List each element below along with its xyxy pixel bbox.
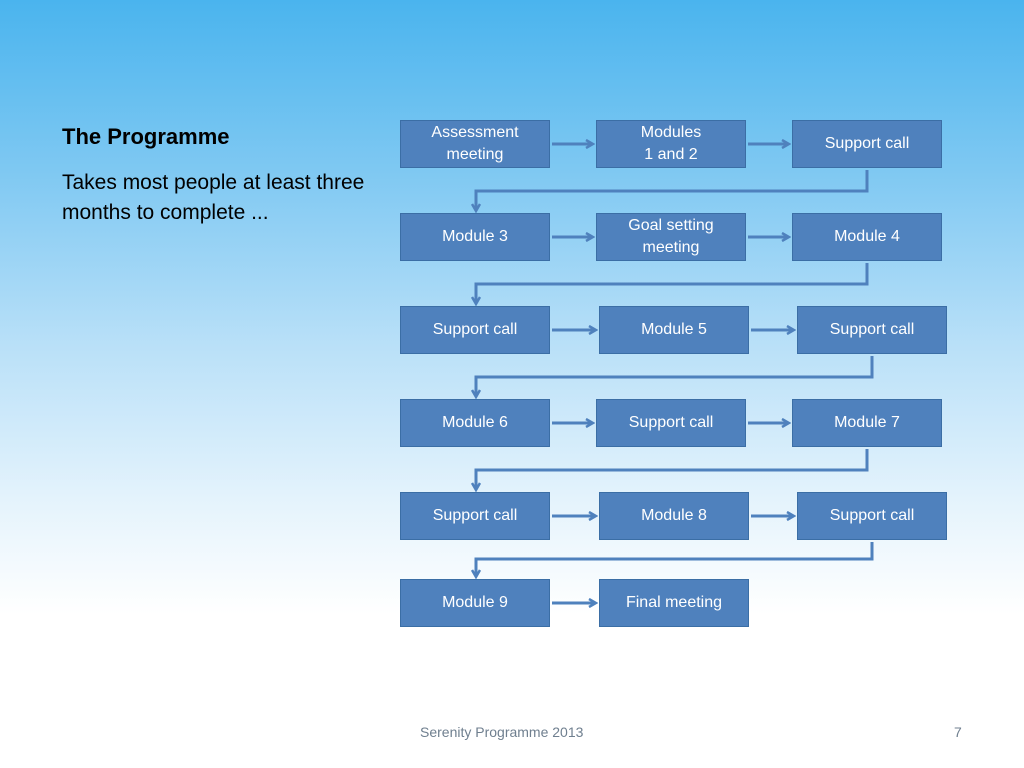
flow-box-support-call: Support call <box>792 120 942 168</box>
flow-box-support-call: Support call <box>400 306 550 354</box>
flow-box-module-4: Module 4 <box>792 213 942 261</box>
flow-box-support-call: Support call <box>596 399 746 447</box>
flow-box-module-8: Module 8 <box>599 492 749 540</box>
flow-box-module-5: Module 5 <box>599 306 749 354</box>
slide-description: Takes most people at least three months … <box>62 171 365 224</box>
flow-box-support-call: Support call <box>400 492 550 540</box>
arrow-connector <box>476 263 869 303</box>
flow-box-final-meeting: Final meeting <box>599 579 749 627</box>
flow-box-module-3: Module 3 <box>400 213 550 261</box>
arrow-connector <box>476 356 874 396</box>
flow-box-support-call: Support call <box>797 306 947 354</box>
flow-box-module-7: Module 7 <box>792 399 942 447</box>
flow-box-module-6: Module 6 <box>400 399 550 447</box>
arrow-connector <box>476 542 874 576</box>
flow-box-module-9: Module 9 <box>400 579 550 627</box>
footer-text: Serenity Programme 2013 <box>420 724 584 740</box>
flow-box-goal-setting-meeting: Goal setting meeting <box>596 213 746 261</box>
flow-box-modules-1-2: Modules 1 and 2 <box>596 120 746 168</box>
flow-box-support-call: Support call <box>797 492 947 540</box>
slide-title: The Programme <box>62 124 230 149</box>
flow-box-assessment-meeting: Assessment meeting <box>400 120 550 168</box>
arrow-connector <box>476 449 869 489</box>
page-number: 7 <box>954 724 962 740</box>
arrow-connector <box>476 170 869 210</box>
